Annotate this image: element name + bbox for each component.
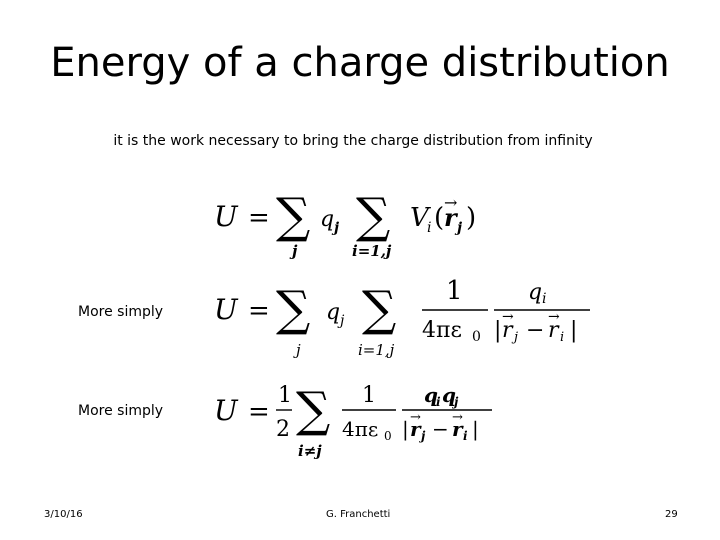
svg-text:i=1,j: i=1,j xyxy=(352,242,392,260)
svg-text:V: V xyxy=(410,203,431,233)
equation-1: U = ∑ j q j ∑ i=1,j V i ( r → j ) xyxy=(214,188,476,260)
svg-text:i≠j: i≠j xyxy=(298,442,322,460)
svg-text:→: → xyxy=(410,410,421,425)
svg-text:i: i xyxy=(542,291,546,307)
svg-text:4πε: 4πε xyxy=(422,318,462,343)
svg-text:∑: ∑ xyxy=(276,281,310,337)
svg-text:q: q xyxy=(326,300,340,325)
footer-author: G. Franchetti xyxy=(326,509,391,520)
svg-text:0: 0 xyxy=(384,429,392,443)
svg-text:4πε: 4πε xyxy=(342,417,378,441)
svg-text:j: j xyxy=(293,341,301,359)
svg-text:→: → xyxy=(452,410,463,425)
slide-title: Energy of a charge distribution xyxy=(50,40,670,86)
more-simply-label-2: More simply xyxy=(78,403,164,419)
svg-text:r: r xyxy=(502,318,514,343)
svg-text:q: q xyxy=(528,280,542,305)
footer-date: 3/10/16 xyxy=(44,509,83,520)
svg-text:|: | xyxy=(402,417,409,442)
svg-text:|: | xyxy=(472,417,479,442)
svg-text:U: U xyxy=(214,394,239,427)
svg-text:=: = xyxy=(248,203,270,233)
svg-text:r: r xyxy=(452,417,464,441)
svg-text:∑: ∑ xyxy=(362,281,396,337)
svg-text:U: U xyxy=(214,293,239,326)
svg-text:→: → xyxy=(548,309,560,325)
svg-text:|: | xyxy=(494,318,501,343)
svg-text:i: i xyxy=(463,429,468,443)
svg-text:q: q xyxy=(320,207,334,232)
svg-text:i: i xyxy=(427,220,431,236)
svg-text:∑: ∑ xyxy=(276,188,310,244)
svg-text:j: j xyxy=(511,330,518,345)
svg-text:∑: ∑ xyxy=(356,188,390,244)
svg-text:2: 2 xyxy=(276,417,290,442)
svg-text:r: r xyxy=(410,417,422,441)
svg-text:U: U xyxy=(214,200,239,233)
svg-text:j: j xyxy=(419,429,426,443)
svg-text:−: − xyxy=(432,417,449,441)
svg-text:=: = xyxy=(248,296,270,326)
slide-subtitle: it is the work necessary to bring the ch… xyxy=(113,133,593,149)
svg-text:|: | xyxy=(570,318,577,343)
equation-3: U = 1 2 ∑ i≠j 1 4πε 0 q i q j | r → j − … xyxy=(214,382,492,460)
svg-text:0: 0 xyxy=(472,329,481,345)
svg-text:(: ( xyxy=(434,203,444,233)
svg-text:q: q xyxy=(442,383,456,407)
svg-text:∑: ∑ xyxy=(296,382,330,438)
svg-text:→: → xyxy=(502,309,514,325)
svg-text:1: 1 xyxy=(278,383,292,408)
svg-text:): ) xyxy=(466,203,476,233)
svg-text:r: r xyxy=(548,318,560,343)
svg-text:j: j xyxy=(337,313,345,329)
svg-text:r: r xyxy=(444,203,459,232)
svg-text:=: = xyxy=(248,397,270,427)
footer-page-number: 29 xyxy=(665,509,678,520)
svg-text:j: j xyxy=(289,242,298,260)
more-simply-label-1: More simply xyxy=(78,304,164,320)
equation-2: U = ∑ j q j ∑ i=1,j 1 4πε 0 q i | r → j … xyxy=(214,276,590,359)
svg-text:1: 1 xyxy=(446,276,463,306)
svg-text:i: i xyxy=(436,395,441,409)
svg-text:−: − xyxy=(526,318,544,343)
svg-text:j: j xyxy=(452,395,459,409)
svg-text:i=1,j: i=1,j xyxy=(358,341,395,359)
svg-text:1: 1 xyxy=(362,383,376,408)
svg-text:j: j xyxy=(454,220,462,236)
svg-text:j: j xyxy=(331,220,339,236)
svg-text:→: → xyxy=(444,193,457,212)
svg-text:q: q xyxy=(424,383,438,407)
svg-text:i: i xyxy=(560,330,564,345)
